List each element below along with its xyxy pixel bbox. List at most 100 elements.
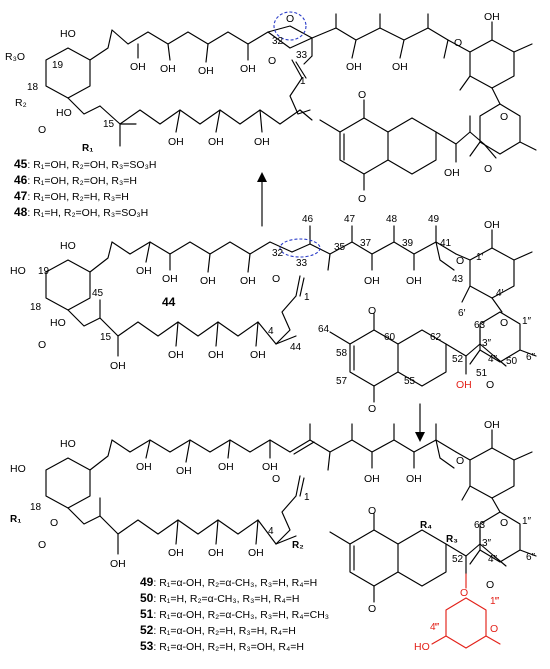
mid-c57-label: 57 [336,376,348,387]
bot-oh-9-label: OH [406,473,422,485]
bot-r4-label: R₄ [420,520,432,531]
mid-c33-label: 33 [296,258,308,269]
top-sugar-o-label: O [454,37,462,49]
bot-r2-label: R₂ [292,540,304,551]
bot-quinone-o-2-label: O [368,603,376,615]
top-r3o-label: R₃O [5,51,25,63]
mid-ho-2-label: HO [10,265,26,277]
mid-c45-label: 45 [92,288,104,299]
top-oh-9-label: OH [392,61,408,73]
double-bond-highlight-oval [279,238,321,258]
top-c15-label: 15 [103,119,115,130]
bot-oh-6-label: OH [208,547,224,559]
top-c33-label: 33 [296,50,308,61]
legend-row-46: 46: R₁=OH, R₂=OH, R₃=H [14,173,137,187]
top-r1-label: R₁ [82,143,93,154]
bot-oh-8-label: OH [364,473,380,485]
bottom-structure [45,423,537,649]
mid-c1-label: 1 [304,292,310,303]
bot-o-2-label: O [38,539,46,551]
bot-red-ring-o-label: O [490,623,498,635]
mid-c60-label: 60 [384,332,396,343]
bot-red-o-label: O [460,587,468,599]
mid-c35-label: 35 [334,242,346,253]
top-oh-8-label: OH [346,61,362,73]
mid-c19-label: 19 [38,266,50,277]
mid-c4pp-label: 4″ [488,354,498,365]
bot-oh-7-label: OH [248,547,264,559]
mid-c32-label: 32 [272,248,284,259]
bot-c4pp-label: 4″ [488,554,498,565]
bot-ho-2-label: HO [10,463,26,475]
legend-row-50: 50: R₁=H, R₂=α-CH₃, R₃=H, R₄=H [140,591,300,605]
mid-oh-red-label: OH [456,379,472,391]
bottom-legend: 49: R₁=α-OH, R₂=α-CH₃, R₃=H, R₄=H 50: R₁… [140,575,329,653]
top-oh-3-label: OH [198,65,214,77]
mid-c62-label: 62 [430,332,442,343]
mid-c44-label: 44 [290,342,302,353]
mid-c1pp-label: 1″ [522,316,532,327]
legend-row-52: 52: R₁=α-OH, R₂=H, R₃=H, R₄=H [140,623,296,637]
mid-oh-7-label: OH [250,349,266,361]
bot-r1-label: R₁ [10,514,21,525]
top-sugar-o-2-label: O [500,111,508,123]
bot-oh-5-label: OH [168,547,184,559]
bot-oh-2-label: OH [176,465,192,477]
mid-c47-label: 47 [344,214,356,225]
top-c19-label: 19 [52,60,64,71]
mid-oh-6-label: OH [208,349,224,361]
top-legend: 45: R₁=OH, R₂=OH, R₃=SO₃H 46: R₁=OH, R₂=… [14,157,156,219]
bot-o-label: O [50,517,58,529]
bot-c1-label: 1 [304,492,310,503]
mid-o-label: O [38,339,46,351]
bot-ester-o-3-label: O [486,579,494,591]
mid-c37-label: 37 [360,238,372,249]
mid-c15-label: 15 [100,332,112,343]
mid-c58-label: 58 [336,348,348,359]
mid-ester-o-label: O [272,273,280,285]
top-quinone-o-1-label: O [358,89,366,101]
bot-r3-label: R₃ [446,534,458,545]
mid-sugar-o-label: O [456,255,464,267]
mid-c49-label: 49 [428,214,440,225]
bot-quinone-o-1-label: O [368,505,376,517]
mid-oh-9-label: OH [406,275,422,287]
down-arrow [415,403,425,442]
top-c32-label: 32 [272,36,284,47]
bot-ester-o-label: O [272,473,280,485]
top-o-label: O [38,124,46,136]
bot-oh-10-label: OH [484,419,500,431]
mid-c6pp-label: 6″ [526,352,536,363]
mid-oh-10-label: OH [484,219,500,231]
mid-c52-label: 52 [452,354,464,365]
top-epoxide-o-label: O [286,13,294,25]
top-oh-5-label: OH [168,136,184,148]
epoxide-highlight-oval [273,11,307,41]
mid-oh-5-label: OH [168,349,184,361]
mid-oh-1-label: OH [136,265,152,277]
mid-c6p-label: 6′ [458,308,466,319]
bot-oh-4-label: OH [262,461,278,473]
mid-c63-label: 63 [474,320,486,331]
legend-row-48: 48: R₁=H, R₂=OH, R₃=SO₃H [14,205,148,219]
legend-row-53: 53: R₁=α-OH, R₂=H, R₃=OH, R₄=H [140,639,304,653]
legend-row-45: 45: R₁=OH, R₂=OH, R₃=SO₃H [14,157,156,171]
top-oh-6-label: OH [208,136,224,148]
mid-c48-label: 48 [386,214,398,225]
bot-c1pp-label: 1″ [522,516,532,527]
top-oh-1-label: OH [130,61,146,73]
mid-quinone-o-2-label: O [368,403,376,415]
top-structure [45,13,537,191]
top-c18-label: 18 [27,82,39,93]
legend-row-49: 49: R₁=α-OH, R₂=α-CH₃, R₃=H, R₄=H [140,575,317,589]
middle-structure [45,225,537,403]
bot-oh-1-label: OH [136,461,152,473]
bot-oh-3-label: OH [218,461,234,473]
mid-c1p-label: 1′ [476,252,484,263]
bot-oh-label: OH [110,558,126,570]
top-ester-o-2-label: O [484,163,492,175]
up-arrow [257,172,267,227]
top-ho-label: HO [60,28,76,40]
mid-c50-label: 50 [506,356,518,367]
